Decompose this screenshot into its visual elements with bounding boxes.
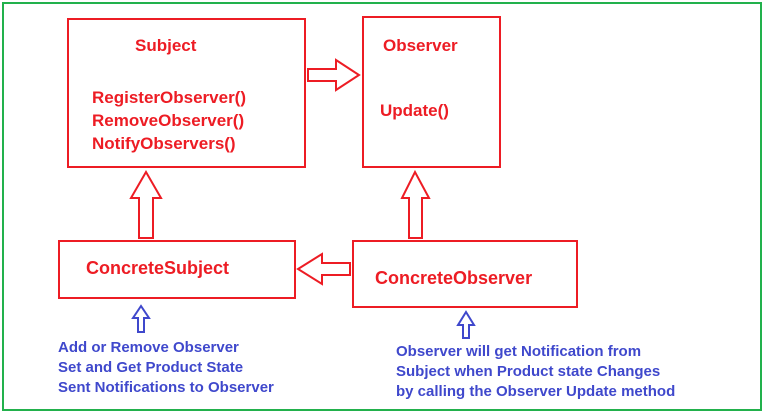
concrete-observer-note-line-1: Observer will get Notification from — [396, 343, 642, 360]
association-arrow — [307, 58, 361, 92]
concrete-subject-note-line-2: Set and Get Product State — [58, 359, 244, 376]
concrete-subject-box — [58, 240, 296, 299]
observer-box — [362, 16, 501, 168]
concrete-subject-note-line-3: Sent Notifications to Observer — [58, 379, 274, 396]
dependency-arrow — [296, 252, 351, 286]
subject-title: Subject — [135, 36, 197, 55]
subject-method-register: RegisterObserver() — [92, 88, 247, 107]
observer-method-update: Update() — [380, 101, 449, 120]
concrete-subject-note-line-1: Add or Remove Observer — [58, 339, 239, 356]
observer-note-pointer-icon — [456, 310, 476, 339]
concrete-subject-title: ConcreteSubject — [86, 258, 230, 278]
concrete-observer-box — [352, 240, 578, 308]
subject-method-remove: RemoveObserver() — [92, 111, 245, 130]
subject-note-pointer-icon — [131, 304, 151, 333]
observer-title: Observer — [383, 36, 458, 55]
concrete-observer-title: ConcreteObserver — [375, 268, 533, 288]
diagram-frame — [2, 2, 762, 411]
concrete-observer-note-line-2: Subject when Product state Changes — [396, 363, 661, 380]
inheritance-arrow-observer — [400, 169, 431, 239]
concrete-observer-note-line-3: by calling the Observer Update method — [396, 383, 676, 400]
subject-box — [67, 18, 306, 168]
inheritance-arrow-subject — [129, 169, 163, 239]
subject-method-notify: NotifyObservers() — [92, 134, 236, 153]
